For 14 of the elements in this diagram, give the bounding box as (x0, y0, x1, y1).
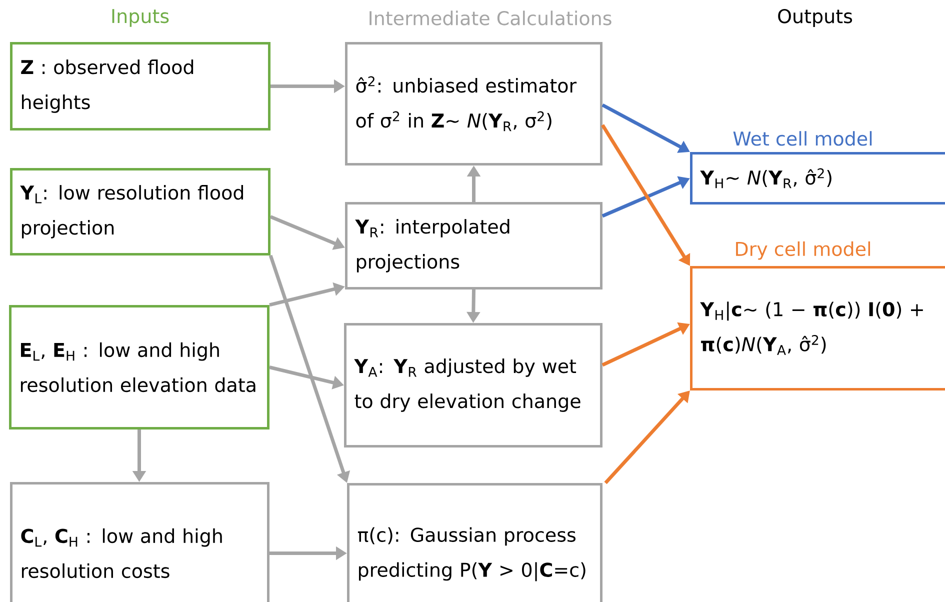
process-box: C$_{L}$, C$_{H}$ : low and high resolution costs (10, 482, 270, 602)
process-box: Y$_{R}$: interpolated projections (345, 202, 602, 290)
model-box: Y$_{H}$∼ N(Y$_{R}$, σ̂$^{2}$) (690, 152, 945, 204)
column-heading: Outputs (778, 8, 852, 28)
model-heading: Wet cell model (733, 131, 872, 146)
process-box: Z : observed flood heights (10, 42, 270, 130)
process-box: π(c): Gaussian process predicting P(Y > 0|C=c) (347, 482, 602, 602)
column-heading: Intermediate Calculations (370, 10, 612, 26)
model-heading: Dry cell model (736, 241, 870, 260)
process-box: Y$_{L}$: low resolution flood projection (10, 168, 270, 256)
model-box: Y$_{H}$|c∼ (1 − π(c)) I(0) + π(c)N(Y$_{A}$, σ̂$^{2}$) (690, 266, 945, 390)
process-box: E$_{L}$, E$_{H}$ : low and high resolution elevation data (9, 305, 270, 430)
process-box: σ̂$^{2}$: unbiased estimator of σ$^{2}$ in Z∼ N(Y$_{R}$, σ$^{2}$) (345, 42, 602, 166)
process-box: Y$_{A}$: Y$_{R}$ adjusted by wet to dry elevation change (344, 323, 602, 448)
